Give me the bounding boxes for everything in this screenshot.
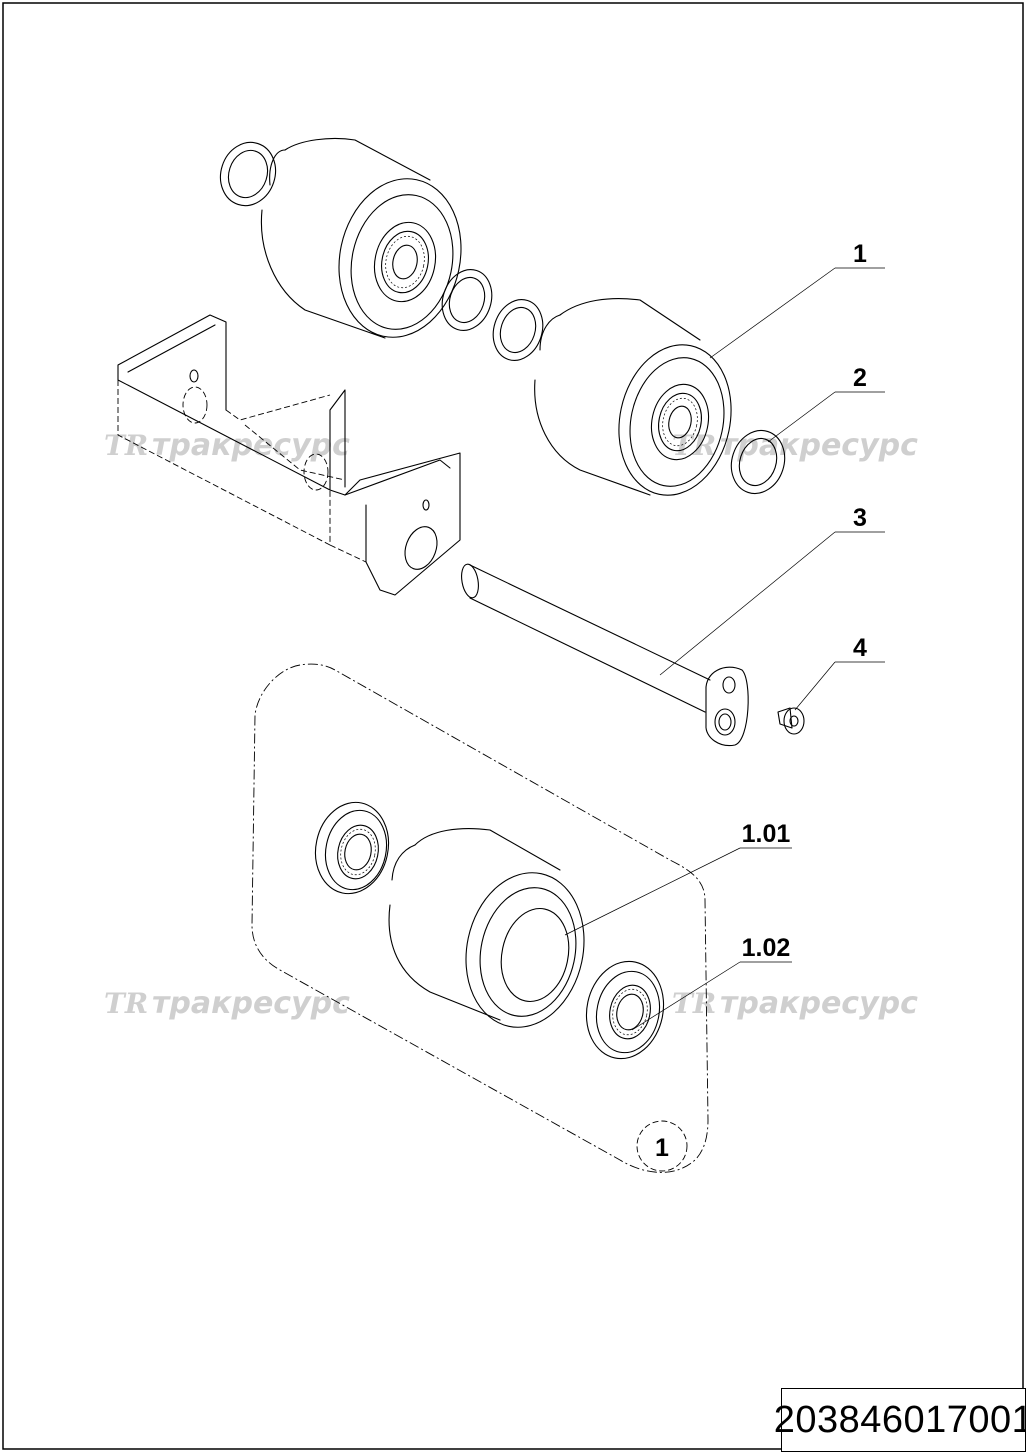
callout-4-label: 4 <box>853 634 867 662</box>
callout-2-label: 2 <box>853 364 867 392</box>
roller-right <box>534 298 732 496</box>
watermark-bottom-right: TR тракресурс <box>672 986 918 1021</box>
callout-2: 2 <box>767 364 885 443</box>
callout-3-label: 3 <box>853 504 867 532</box>
callout-1-02-label: 1.02 <box>742 934 791 962</box>
watermark-logo: TR <box>104 429 148 462</box>
bearing-right <box>585 960 665 1060</box>
watermark-text: тракресурс <box>152 428 350 463</box>
detail-view-boundary <box>251 663 709 1173</box>
watermark-text: тракресурс <box>152 986 350 1021</box>
watermark-top-left: TR тракресурс <box>104 428 350 463</box>
callout-1-02: 1.02 <box>631 934 792 1031</box>
bearing-left <box>314 801 390 895</box>
axle <box>461 563 749 747</box>
callout-1-01-label: 1.01 <box>742 820 791 848</box>
callout-4: 4 <box>794 634 885 711</box>
screw <box>777 707 805 735</box>
roller-left <box>260 137 462 339</box>
watermark-logo: TR <box>672 429 716 462</box>
watermark-bottom-left: TR тракресурс <box>104 986 350 1021</box>
spacer-ring-right <box>730 429 786 495</box>
callout-3: 3 <box>659 504 885 676</box>
roller-tyre <box>388 828 585 1028</box>
watermark-logo: TR <box>672 987 716 1020</box>
bracket <box>117 314 461 596</box>
watermark-top-right: TR тракресурс <box>672 428 918 463</box>
spacer-ring-middle-2 <box>492 299 544 361</box>
callout-1-label: 1 <box>853 240 867 268</box>
watermark-text: тракресурс <box>720 428 918 463</box>
callout-1-01: 1.01 <box>564 820 792 936</box>
drawing-number: 203846017001 <box>773 1398 1026 1441</box>
callout-1: 1 <box>709 240 885 359</box>
spacer-ring-left <box>219 141 277 207</box>
watermark-text: тракресурс <box>720 986 918 1021</box>
drawing-number-box: 203846017001 <box>774 1388 1026 1452</box>
detail-marker: 1 <box>636 1120 688 1172</box>
detail-marker-label: 1 <box>655 1134 669 1162</box>
watermark-logo: TR <box>104 987 148 1020</box>
spacer-ring-middle-1 <box>441 269 493 331</box>
